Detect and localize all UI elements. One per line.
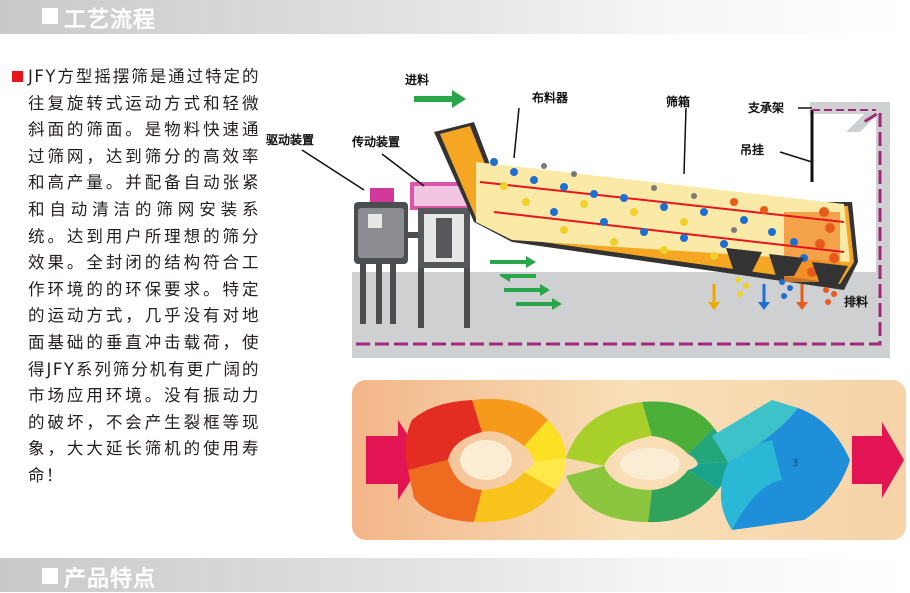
label-feed: 进料 (405, 72, 429, 87)
motion-arrows (490, 256, 562, 310)
support-frame-structure (352, 102, 890, 358)
discharge-spouts (708, 248, 848, 310)
section-title-process: 工艺流程 (64, 8, 157, 33)
label-hanger: 吊挂 (740, 142, 764, 157)
first-rotation-loop (405, 398, 566, 523)
material-flow-diagram: 3 (352, 380, 906, 540)
section-header-features: 产品特点 (0, 558, 910, 592)
section-square-icon (42, 8, 58, 24)
flow-marker: 3 (792, 458, 798, 469)
label-transmission-device: 传动装置 (351, 134, 400, 149)
bullet-square-icon (12, 71, 23, 82)
outlet-arrow-icon (852, 422, 904, 498)
label-discharge: 排料 (844, 294, 868, 309)
description-text: JFY方型摇摆筛是通过特定的往复旋转式运动方式和轻微斜面的筛面。是物料快速通过筛… (28, 67, 260, 485)
drive-motor (354, 188, 408, 324)
discharge-flow (712, 400, 850, 530)
label-drive-device: 驱动装置 (266, 132, 314, 147)
description-block: JFY方型摇摆筛是通过特定的往复旋转式运动方式和轻微斜面的筛面。是物料快速通过筛… (12, 64, 260, 490)
section-square-icon (42, 568, 58, 584)
label-distributor: 布料器 (532, 90, 569, 105)
transmission-unit (404, 182, 506, 328)
feed-arrow (414, 90, 466, 108)
label-screen-box: 筛箱 (666, 94, 690, 109)
section-header-process: 工艺流程 (0, 0, 910, 34)
screening-machine-diagram: 进料 布料器 筛箱 支承架 驱动装置 传动装置 吊挂 排料 (266, 72, 890, 358)
section-title-features: 产品特点 (64, 567, 157, 592)
label-support-frame: 支承架 (747, 100, 784, 115)
